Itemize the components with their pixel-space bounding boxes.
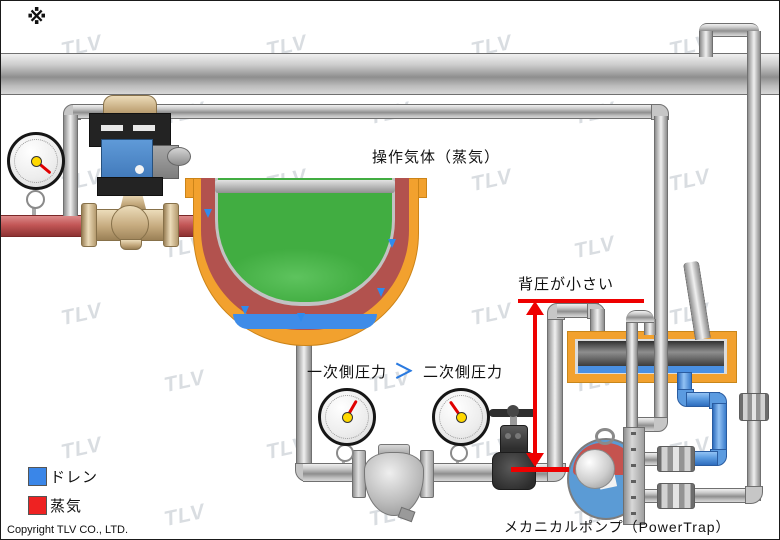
tlv-watermark: TLV [468, 298, 515, 331]
exchanger-inlet-pipe [590, 309, 605, 335]
pump-flange-bolts [631, 432, 636, 520]
tlv-watermark: TLV [58, 298, 105, 331]
drain-riser-pipe [547, 317, 563, 469]
valve-drain-tab [120, 239, 142, 250]
exhaust-loop-right-leg [644, 319, 656, 335]
corner-mark: ※ [27, 7, 47, 29]
tlv-watermark: TLV [571, 231, 618, 264]
legend-steam-label: 蒸気 [50, 498, 83, 515]
globe-valve-yoke-hole [505, 433, 511, 439]
motive-steam-down-pipe [654, 116, 668, 417]
riser-union [739, 393, 769, 421]
main-steam-pipe [1, 53, 779, 95]
condensate-droplet [241, 306, 249, 315]
copyright-text: Copyright TLV CO., LTD. [7, 524, 129, 536]
tlv-watermark: TLV [161, 499, 208, 532]
steam-supply-gauge [7, 132, 65, 190]
actuator-base-plate [97, 177, 163, 196]
pump-outlet-union [657, 483, 695, 509]
exhaust-loop-left-leg [626, 319, 638, 433]
condensate-droplet [297, 313, 305, 322]
discharge-riser-pipe [747, 31, 761, 501]
condensate-droplet [377, 288, 385, 297]
actuator-indicator-dot [135, 165, 144, 174]
kettle-rim [215, 180, 395, 193]
gauge-siphon-loop [450, 444, 468, 462]
condensate-droplet [388, 239, 396, 248]
pump-outlet-stub [641, 452, 659, 466]
back-pressure-top-line [518, 299, 644, 303]
back-pressure-bottom-line [511, 467, 569, 472]
globe-valve-yoke-hole [515, 433, 521, 439]
tlv-watermark: TLV [161, 365, 208, 398]
gauge-dial [439, 395, 483, 439]
tlv-watermark: TLV [666, 164, 713, 197]
actuator-frame-slit [133, 125, 155, 131]
pump-lifting-ring [595, 428, 615, 445]
operating-gas-label: 操作気体（蒸気） [372, 149, 501, 166]
pump-discharge-pipe [691, 488, 747, 503]
pump-inlet-blue-pipe [691, 451, 718, 466]
operating-line-left-leg [63, 115, 78, 216]
discharge-elbow [745, 486, 763, 504]
primary-pressure-label: 一次側圧力 [307, 364, 388, 381]
back-pressure-arrow-shaft [533, 304, 537, 456]
exhaust-loop-bend [626, 310, 654, 323]
secondary-pressure-label: 二次側圧力 [423, 364, 504, 381]
pump-flange-column [623, 427, 645, 525]
jacket-condensate-pool [233, 314, 377, 329]
valve-flange [81, 203, 97, 247]
pump-float [575, 449, 615, 489]
valve-flange [163, 203, 179, 247]
globe-valve-hub [507, 405, 519, 417]
back-pressure-label: 背圧が小さい [518, 276, 615, 293]
legend-drain-label: ドレン [50, 469, 99, 486]
actuator-frame-slit [101, 125, 123, 131]
secondary-pressure-gauge [432, 388, 490, 446]
actuator-knob [167, 147, 191, 166]
gauge-dial [325, 395, 369, 439]
operating-steam-line [73, 104, 657, 119]
legend-steam-swatch [28, 496, 47, 515]
gauge-hub [456, 412, 467, 423]
receiver-condensate [578, 366, 724, 373]
kettle-liquid [218, 178, 392, 302]
condensate-droplet [204, 209, 212, 218]
kettle-drain-pipe [296, 334, 312, 466]
gauge-hub [342, 412, 353, 423]
gauge-hub [31, 156, 42, 167]
return-overbend-pipe [699, 23, 759, 37]
globe-valve-stem [510, 416, 517, 428]
tlv-watermark: TLV [58, 432, 105, 465]
return-drop-pipe [699, 31, 713, 57]
arrow-head-down [526, 453, 544, 467]
legend-drain-swatch [28, 467, 47, 486]
valve-body-bulge [111, 205, 149, 243]
gauge-siphon-loop [336, 444, 354, 462]
arrow-head-up [526, 301, 544, 315]
actuator-body [101, 139, 153, 183]
primary-pressure-gauge [318, 388, 376, 446]
receiver-steam-space [578, 341, 724, 366]
gauge-stem-line [32, 205, 36, 216]
pump-inlet-union [657, 446, 695, 472]
pump-outlet-stub [641, 489, 659, 503]
gauge-siphon-loop [26, 190, 45, 209]
pump-name-label: メカニカルポンプ（PowerTrap） [504, 519, 731, 535]
comparison-symbol: ＞ [394, 361, 415, 383]
gauge-dial [14, 139, 58, 183]
steam-supply-pipe [1, 215, 93, 237]
tlv-watermark: TLV [468, 164, 515, 197]
